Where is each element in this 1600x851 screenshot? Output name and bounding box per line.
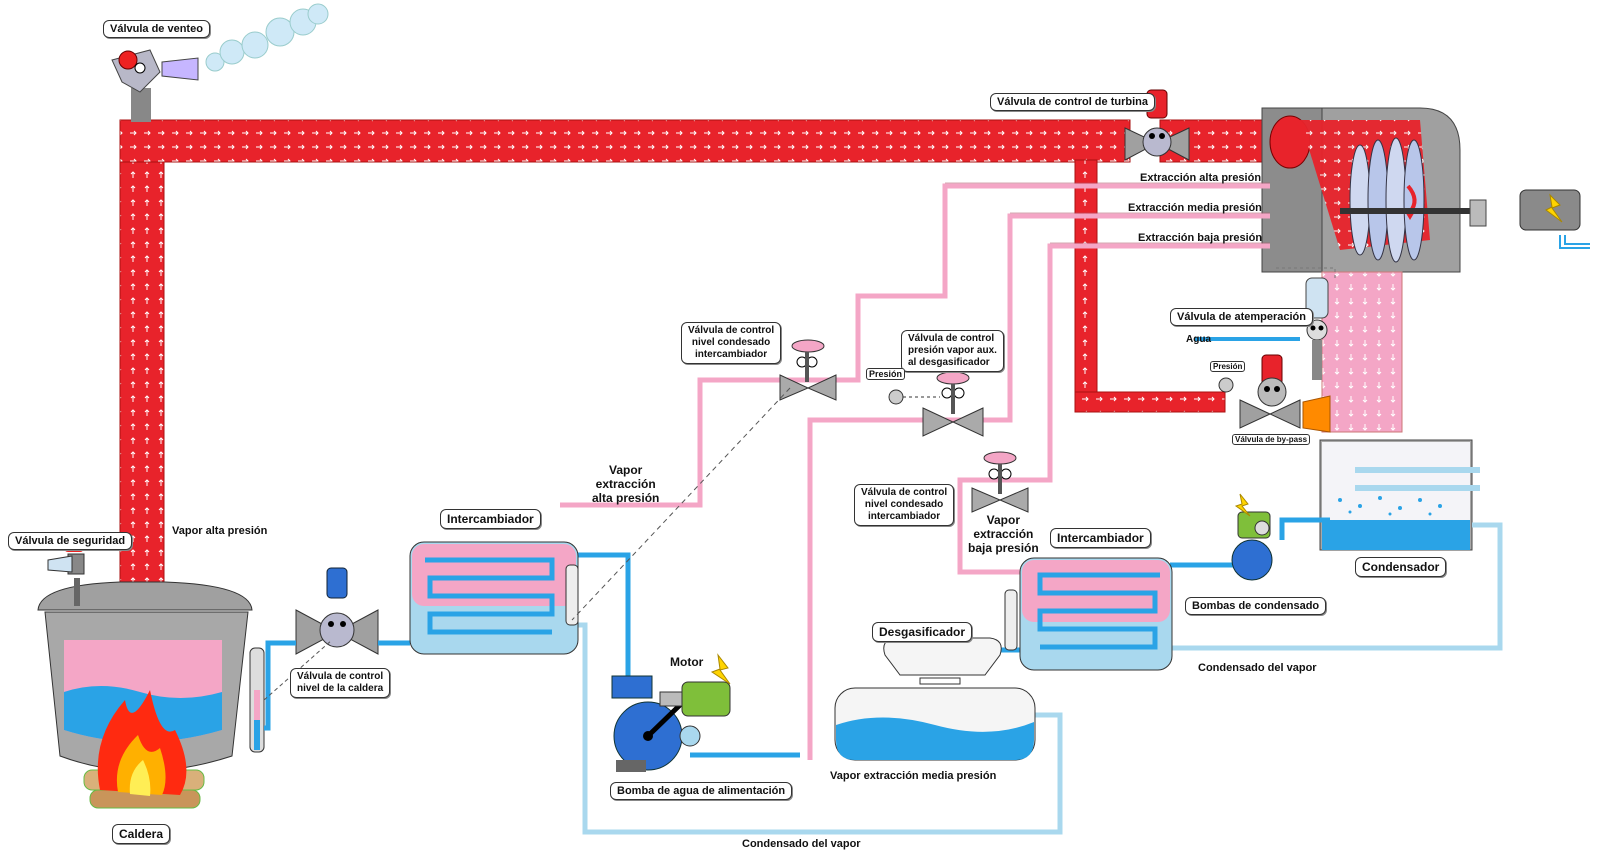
label-line: presión vapor aux. <box>908 345 997 356</box>
label-line: intercambiador <box>694 349 768 360</box>
label-extraction-low: Extracción baja presión <box>1138 232 1263 244</box>
label-condensate-pumps: Bombas de condensado <box>1185 597 1327 615</box>
label-condenser: Condensador <box>1355 557 1447 577</box>
turbine <box>1261 107 1470 273</box>
label-turbine-control-valve: Válvula de control de turbina <box>990 93 1155 111</box>
label-safety-valve: Válvula de seguridad <box>8 532 133 550</box>
condensate-pumps <box>1231 493 1273 581</box>
steam-cloud <box>205 3 329 72</box>
label-motor: Motor <box>670 655 704 669</box>
generator <box>1469 189 1590 249</box>
label-deaerator: Desgasificador <box>872 622 973 642</box>
feed-pump <box>611 675 701 772</box>
label-line: Vapor <box>609 463 643 477</box>
extraction-lines <box>560 183 1270 760</box>
label-boiler-level-valve: Válvula de control nivel de la caldera <box>290 668 391 698</box>
label-heat-exchanger-2: Intercambiador <box>1050 528 1151 548</box>
label-condensate-right: Condensado del vapor <box>1198 662 1317 674</box>
label-line: nivel condesado <box>864 499 944 510</box>
boiler-level-valve <box>295 567 379 655</box>
turbine-exhaust <box>1321 271 1403 433</box>
label-line: intercambiador <box>867 511 941 522</box>
label-line: extracción <box>595 477 656 491</box>
label-line: al desgasificador <box>908 357 990 368</box>
label-line: nivel condesado <box>691 337 771 348</box>
valve-level-condensate-1 <box>779 339 837 401</box>
label-boiler: Caldera <box>112 824 171 844</box>
label-vapor-extraction-medium: Vapor extracción media presión <box>830 770 997 782</box>
attemperation-valve <box>1195 267 1336 380</box>
label-line: Vapor <box>986 513 1021 527</box>
label-line: nivel de la caldera <box>297 683 384 694</box>
label-extraction-medium: Extracción media presión <box>1128 202 1262 214</box>
label-line: Válvula de control <box>297 671 384 682</box>
label-attemperation-valve: Válvula de atemperación <box>1170 308 1313 326</box>
label-line: extracción <box>973 527 1034 541</box>
vent-valve <box>111 3 329 122</box>
label-line: baja presión <box>968 541 1039 555</box>
label-vapor-aux-valve: Válvula de control presión vapor aux. al… <box>901 330 1004 372</box>
label-line: Válvula de control <box>688 325 775 336</box>
valve-level-condensate-2 <box>971 451 1029 513</box>
extraction-line-borders <box>945 182 1270 244</box>
deaerator <box>834 637 1036 761</box>
heat-exchanger-2 <box>1004 557 1173 671</box>
heat-exchanger-1 <box>409 541 579 655</box>
label-vapor-extraction-high: Vapor extracción alta presión <box>592 463 659 505</box>
label-feed-pump: Bomba de agua de alimentación <box>610 782 793 800</box>
label-line: Válvula de control <box>908 333 995 344</box>
dashed-signal-line <box>571 387 791 621</box>
bypass-valve <box>1218 354 1331 433</box>
label-level-condensate-valve-1: Válvula de control nivel condesado inter… <box>681 322 782 364</box>
valve-vapor-aux <box>888 371 984 437</box>
label-water: Agua <box>1186 334 1211 345</box>
label-bypass-valve: Válvula de by-pass <box>1232 434 1311 445</box>
turbine-control-valve <box>1124 89 1190 161</box>
label-high-pressure-steam: Vapor alta presión <box>172 525 268 537</box>
condenser <box>1319 439 1480 551</box>
label-extraction-high: Extracción alta presión <box>1140 172 1262 184</box>
label-pressure-small: Presión <box>1210 361 1246 372</box>
label-vent-valve: Válvula de venteo <box>103 20 210 38</box>
boiler-fire <box>83 690 205 809</box>
condensate-lines <box>560 522 1503 835</box>
pump-motor <box>659 653 731 717</box>
label-line: alta presión <box>592 491 660 505</box>
label-condensate-bottom: Condensado del vapor <box>742 838 861 850</box>
label-pressure: Presión <box>866 368 906 380</box>
label-line: Válvula de control <box>861 487 948 498</box>
label-vapor-extraction-low: Vapor extracción baja presión <box>968 513 1039 555</box>
label-level-condensate-valve-2: Válvula de control nivel condesado inter… <box>854 484 955 526</box>
label-heat-exchanger-1: Intercambiador <box>440 509 541 529</box>
